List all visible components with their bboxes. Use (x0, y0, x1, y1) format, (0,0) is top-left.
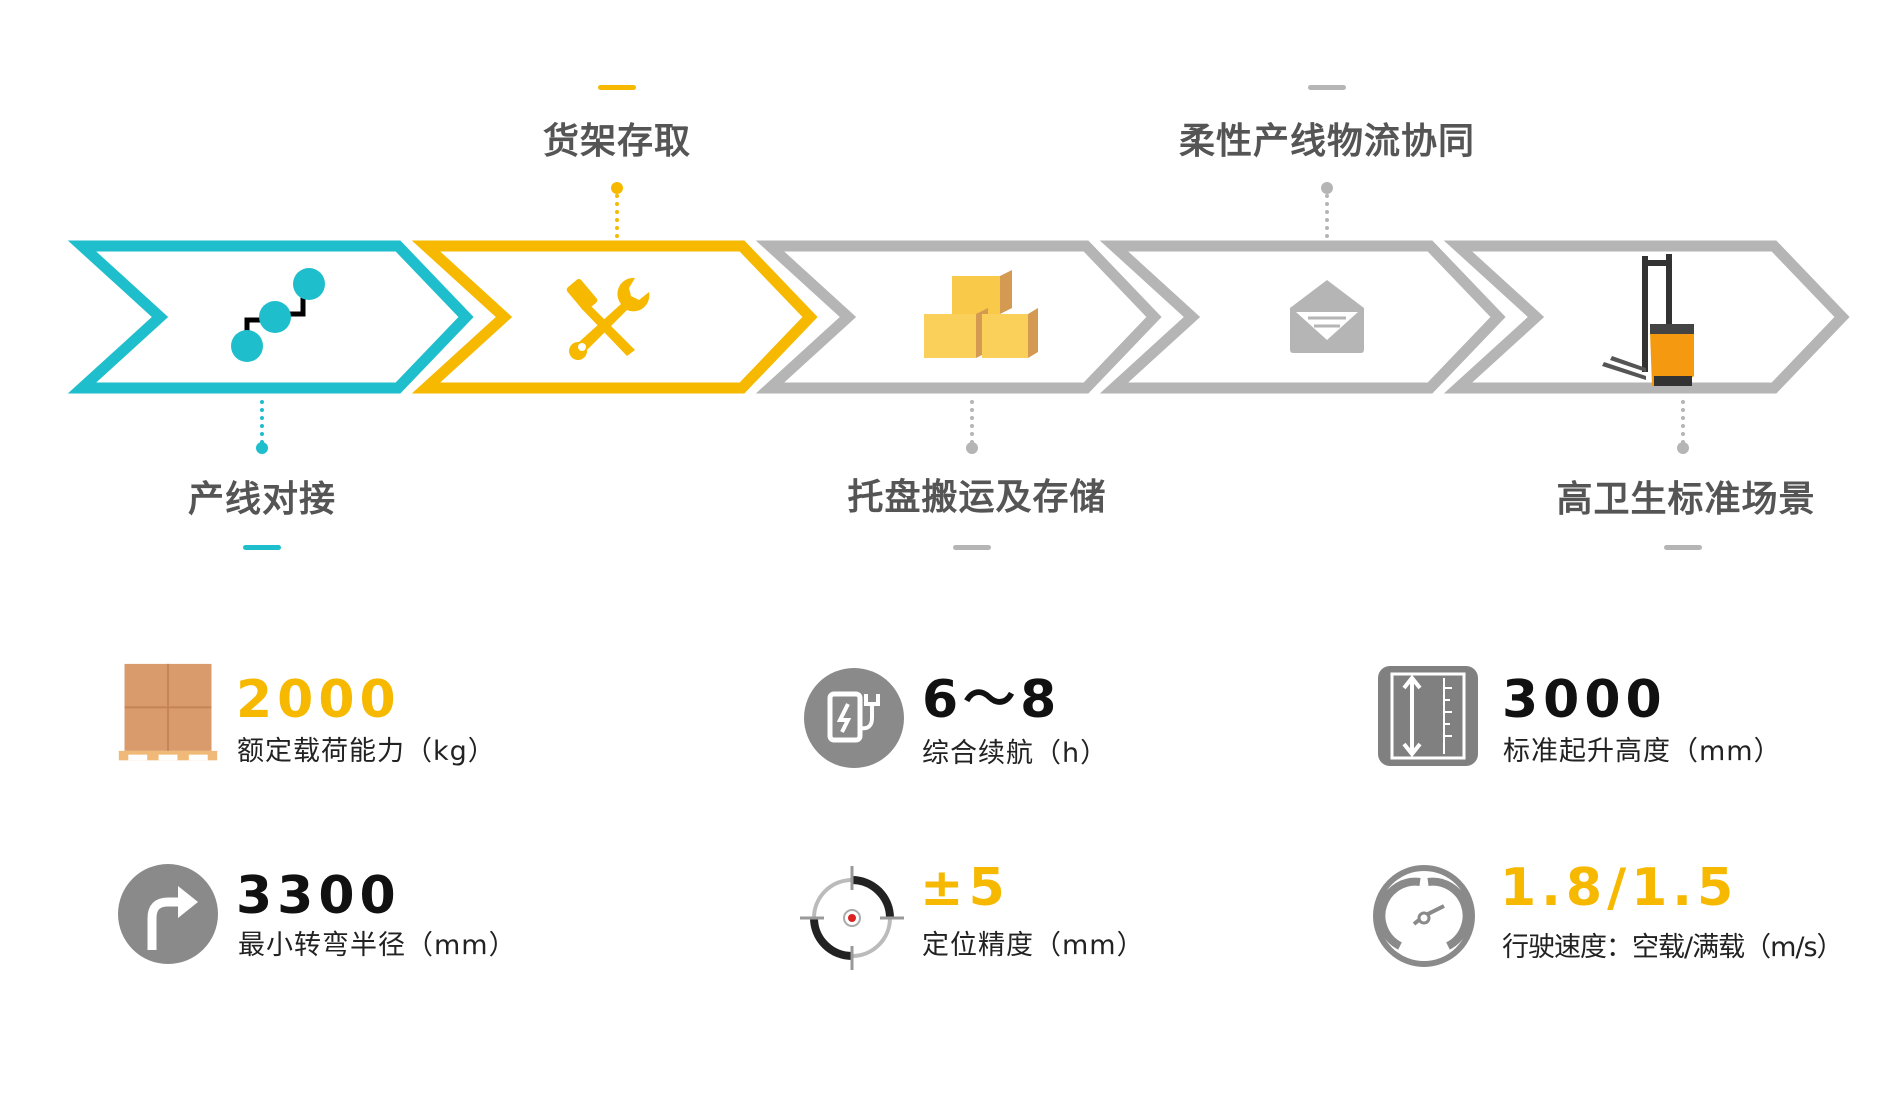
stage-dash (953, 545, 991, 550)
chevron-stage-4 (1099, 240, 1506, 394)
turn-right-icon (118, 864, 218, 964)
stage-dash (1664, 545, 1702, 550)
stat-value: ±5 (920, 858, 1010, 918)
stage-label: 产线对接 (187, 479, 337, 520)
connector-dot (256, 442, 268, 454)
stat-label: 额定载荷能力（kg） (237, 736, 496, 767)
connector-dot (1321, 182, 1333, 194)
speedometer-icon (1373, 865, 1475, 967)
envelope-icon (1290, 280, 1364, 353)
connector-dot (611, 182, 623, 194)
target-icon (800, 866, 904, 970)
stat-label: 行驶速度：空载/满载（m/s） (1502, 932, 1844, 963)
connector-line (1681, 400, 1685, 444)
pallet-boxes-icon (118, 663, 218, 761)
stat-value: 3300 (236, 866, 401, 926)
stat-label: 最小转弯半径（mm） (238, 930, 517, 961)
stage-label: 托盘搬运及存储 (847, 477, 1107, 518)
stat-value: 1.8/1.5 (1500, 858, 1739, 918)
stat-value: 6～8 (922, 670, 1062, 730)
stage-dash (1308, 85, 1346, 90)
connected-nodes-icon (231, 268, 325, 362)
chevron-stage-2 (411, 240, 818, 394)
stage-label: 高卫生标准场景 (1556, 479, 1816, 520)
lift-height-icon (1378, 666, 1478, 766)
stage-label: 柔性产线物流协同 (1178, 121, 1476, 162)
chevron-stage-5 (1443, 240, 1850, 394)
stat-label: 定位精度（mm） (922, 930, 1145, 961)
stat-label: 标准起升高度（mm） (1503, 736, 1782, 767)
stat-value: 2000 (236, 670, 401, 730)
forklift-icon (1602, 254, 1694, 386)
chevron-stage-1 (67, 240, 474, 394)
chevron-stage-3 (755, 240, 1162, 394)
stage-dash (598, 85, 636, 90)
connector-line (1325, 194, 1329, 238)
connector-line (615, 194, 619, 238)
stage-dash (243, 545, 281, 550)
stat-label: 综合续航（h） (922, 738, 1109, 769)
stage-label: 货架存取 (542, 121, 692, 162)
stat-value: 3000 (1502, 670, 1667, 730)
connector-dot (966, 442, 978, 454)
charging-icon (804, 668, 904, 768)
tools-icon (566, 277, 650, 360)
connector-dot (1677, 442, 1689, 454)
connector-line (970, 400, 974, 444)
boxes-icon (924, 270, 1038, 358)
connector-line (260, 400, 264, 444)
